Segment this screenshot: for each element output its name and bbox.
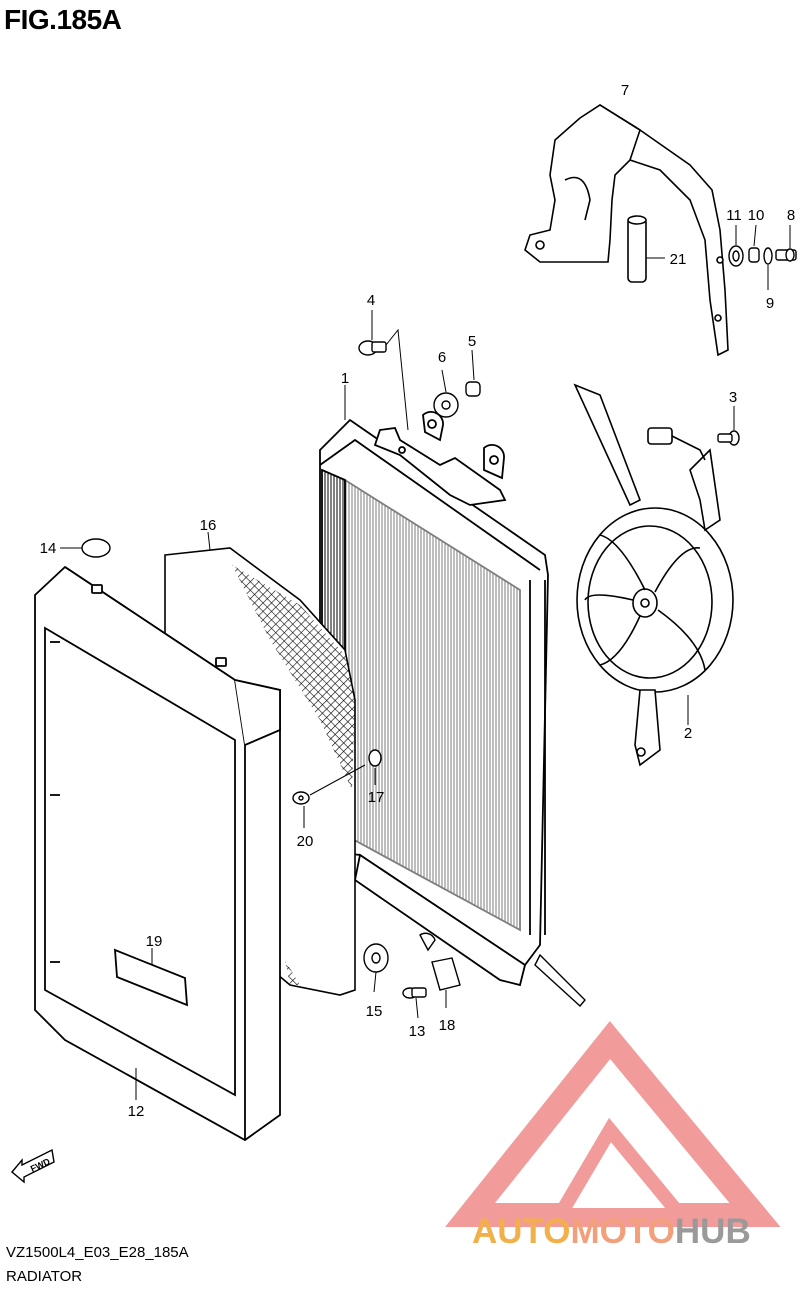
clip-parts-17-20 [292,749,382,805]
fan-bracket-part-7 [524,104,729,357]
callout-19: 19 [146,933,163,950]
callout-6: 6 [438,349,446,366]
figure-title: FIG.185A [4,4,122,35]
watermark-logo-icon [445,1020,781,1227]
callout-14: 14 [40,540,57,557]
footer-code: VZ1500L4_E03_E28_185A [6,1244,189,1261]
radiator-cover-part-12 [34,565,281,1142]
bolt-part-4 [358,340,387,356]
watermark-logo-text: AUTOMOTOHUB [472,1212,751,1252]
callout-5: 5 [468,333,476,350]
fwd-arrow-icon: FWD [11,1148,55,1184]
lower-mount-hardware [363,932,586,1008]
callout-1: 1 [341,370,349,387]
callout-21: 21 [670,251,687,268]
radiator-part-1 [319,411,549,987]
fastener-set-8-11 [728,245,797,267]
callout-9: 9 [766,295,774,312]
callout-8: 8 [787,207,795,224]
callout-17: 17 [368,789,385,806]
tube-part-21 [627,215,647,283]
bolt-part-3 [717,430,740,446]
callout-3: 3 [729,389,737,406]
logo-part-auto: AUTO [472,1212,571,1251]
callout-16: 16 [200,517,217,534]
callout-2: 2 [684,725,692,742]
callout-20: 20 [297,833,314,850]
callout-7: 7 [621,82,629,99]
callout-4: 4 [367,292,375,309]
callout-13: 13 [409,1023,426,1040]
callout-15: 15 [366,1003,383,1020]
callout-18: 18 [439,1017,456,1034]
cooling-fan-part-2 [573,383,734,767]
callout-10: 10 [748,207,765,224]
footer-name: RADIATOR [6,1268,83,1285]
grommet-parts-5-6 [433,381,481,418]
grommet-part-14 [81,538,111,558]
logo-part-hub: HUB [674,1212,751,1251]
callout-11: 11 [726,207,742,224]
callout-12: 12 [128,1103,145,1120]
logo-part-moto: MOTO [570,1212,675,1251]
